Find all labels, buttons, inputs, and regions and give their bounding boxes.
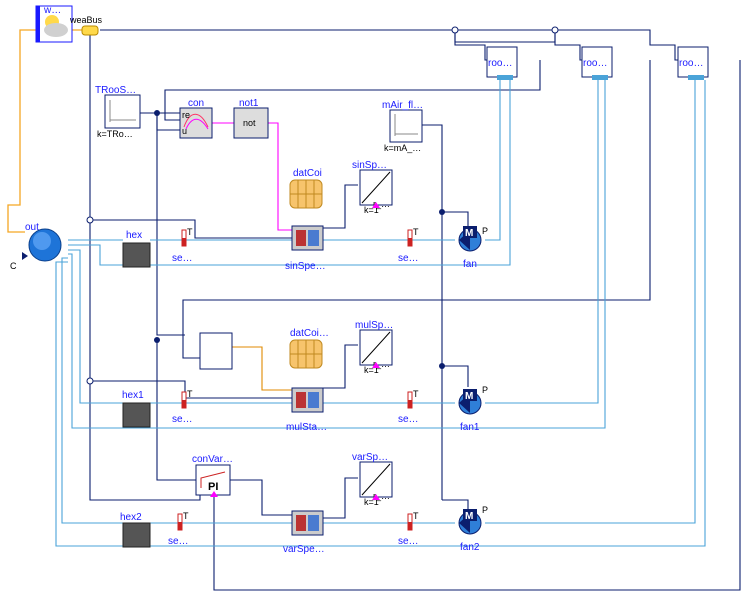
pi-text: PI: [208, 481, 218, 493]
varSpe-top-label: varSp…: [352, 452, 388, 463]
svg-text:M: M: [465, 391, 473, 402]
varSpe-k-label: k=1: [364, 497, 379, 507]
variable-speed-coil[interactable]: varSpe…: [283, 510, 325, 555]
hex-row1[interactable]: hex: [122, 230, 151, 268]
room-1[interactable]: roo…: [486, 46, 518, 80]
temp-sensor-6[interactable]: T se…: [398, 511, 419, 547]
signal-wires: [7, 29, 741, 591]
datCoi-label: datCoi: [293, 168, 322, 179]
temp-sensor-2[interactable]: T se…: [398, 227, 419, 264]
sinSpe-r-label: r_…: [373, 199, 390, 209]
fan-label: fan: [463, 259, 477, 270]
fan2-label: fan2: [460, 542, 480, 553]
sinSpeDX-label: sinSpe…: [285, 261, 326, 272]
mulSpe-k-label: k=1: [364, 365, 379, 375]
sensor-3-label: se…: [172, 414, 193, 425]
hysteresis-controller[interactable]: con re u: [179, 98, 213, 139]
hex2-label: hex2: [120, 512, 142, 523]
svg-text:T: T: [187, 227, 193, 237]
svg-text:M: M: [465, 511, 473, 522]
not1-label: not1: [239, 98, 259, 109]
sensor-1-label: se…: [172, 253, 193, 264]
con-input-u: u: [182, 126, 187, 136]
out-label: out: [25, 222, 39, 233]
fluid-wires: [55, 80, 706, 547]
svg-text:T: T: [413, 227, 419, 237]
con-input-re: re: [182, 110, 190, 120]
multi-stage-coil[interactable]: mulSta…: [286, 387, 327, 433]
sensor-5-label: se…: [168, 536, 189, 547]
mass-flow-setpoint[interactable]: mAir_fl… k=mA_…: [382, 100, 423, 153]
hex-row3[interactable]: hex2: [120, 512, 151, 548]
varSpeDX-label: varSpe…: [283, 544, 325, 555]
hex-row2[interactable]: hex1: [122, 390, 151, 428]
not1-text: not: [243, 118, 256, 128]
con-label: con: [188, 98, 204, 109]
not-block[interactable]: not1 not: [233, 98, 269, 139]
hex1-label: hex1: [122, 390, 144, 401]
varSpe-r-label: r_…: [373, 491, 390, 501]
multi-stage-signal[interactable]: mulSp… r_… k=1: [355, 320, 393, 375]
weather-block[interactable]: w…: [35, 5, 73, 43]
datCoiMulSpe-label: datCoi…: [290, 328, 329, 339]
mulSpe-top-label: mulSp…: [355, 320, 393, 331]
weather-bus[interactable]: weaBus: [69, 15, 103, 36]
coil-data-record[interactable]: datCoi: [289, 168, 323, 209]
svg-text:T: T: [187, 389, 193, 399]
mulStaDX-label: mulSta…: [286, 422, 327, 433]
fan1-label: fan1: [460, 422, 480, 433]
temp-sensor-5[interactable]: T se…: [168, 511, 189, 547]
pi-controller[interactable]: conVar… PI: [192, 454, 233, 497]
fan-row2[interactable]: M P fan1: [458, 385, 488, 433]
room-setpoint-block[interactable]: TRooS… k=TRo…: [95, 85, 141, 139]
coil-data-multistage[interactable]: datCoi…: [289, 328, 329, 369]
fan-row3[interactable]: M P fan2: [458, 505, 488, 553]
TRooSet-label: TRooS…: [95, 85, 136, 96]
sensor-6-label: se…: [398, 536, 419, 547]
stage-signal-wire: [232, 346, 292, 391]
svg-text:T: T: [183, 511, 189, 521]
TRooSet-param: k=TRo…: [97, 129, 133, 139]
conVarSpe-label: conVar…: [192, 454, 233, 465]
mulSpe-r-label: r_…: [373, 359, 390, 369]
junction-dots: [86, 26, 559, 385]
temp-sensors[interactable]: T se… T se… T se… T se… T se…: [168, 227, 419, 547]
room-2-label: roo…: [583, 58, 607, 69]
mAir-label: mAir_fl…: [382, 100, 423, 111]
svg-text:P: P: [482, 505, 488, 515]
room-2[interactable]: roo…: [581, 46, 613, 80]
temp-sensor-3[interactable]: T se…: [172, 389, 193, 425]
svg-text:P: P: [482, 385, 488, 395]
sinSpe-top-label: sinSp…: [352, 160, 387, 171]
single-speed-coil[interactable]: sinSpe…: [285, 225, 326, 272]
single-speed-signal[interactable]: sinSp… r_… k=1: [352, 160, 393, 215]
variable-speed-signal[interactable]: varSp… r_… k=1: [352, 452, 393, 507]
svg-text:P: P: [482, 226, 488, 236]
temp-sensor-1[interactable]: T se…: [172, 227, 193, 264]
room-3-label: roo…: [679, 58, 703, 69]
weather-label: w…: [43, 5, 61, 16]
out-port-label: C: [10, 261, 17, 271]
temp-sensor-4[interactable]: T se…: [398, 389, 419, 425]
hex-label: hex: [126, 230, 142, 241]
svg-text:M: M: [465, 228, 473, 239]
outside-air-boundary[interactable]: out C: [10, 222, 62, 271]
weather-bus-label: weaBus: [69, 15, 103, 25]
svg-text:T: T: [413, 511, 419, 521]
room-3[interactable]: roo…: [677, 46, 709, 80]
mAir-param: k=mA_…: [384, 143, 421, 153]
stage-selector-block[interactable]: [199, 332, 233, 370]
sinSpe-k-label: k=1: [364, 205, 379, 215]
sensor-4-label: se…: [398, 414, 419, 425]
svg-text:T: T: [413, 389, 419, 399]
fan-row1[interactable]: M P fan: [458, 226, 488, 270]
room-1-label: roo…: [488, 58, 512, 69]
sensor-2-label: se…: [398, 253, 419, 264]
